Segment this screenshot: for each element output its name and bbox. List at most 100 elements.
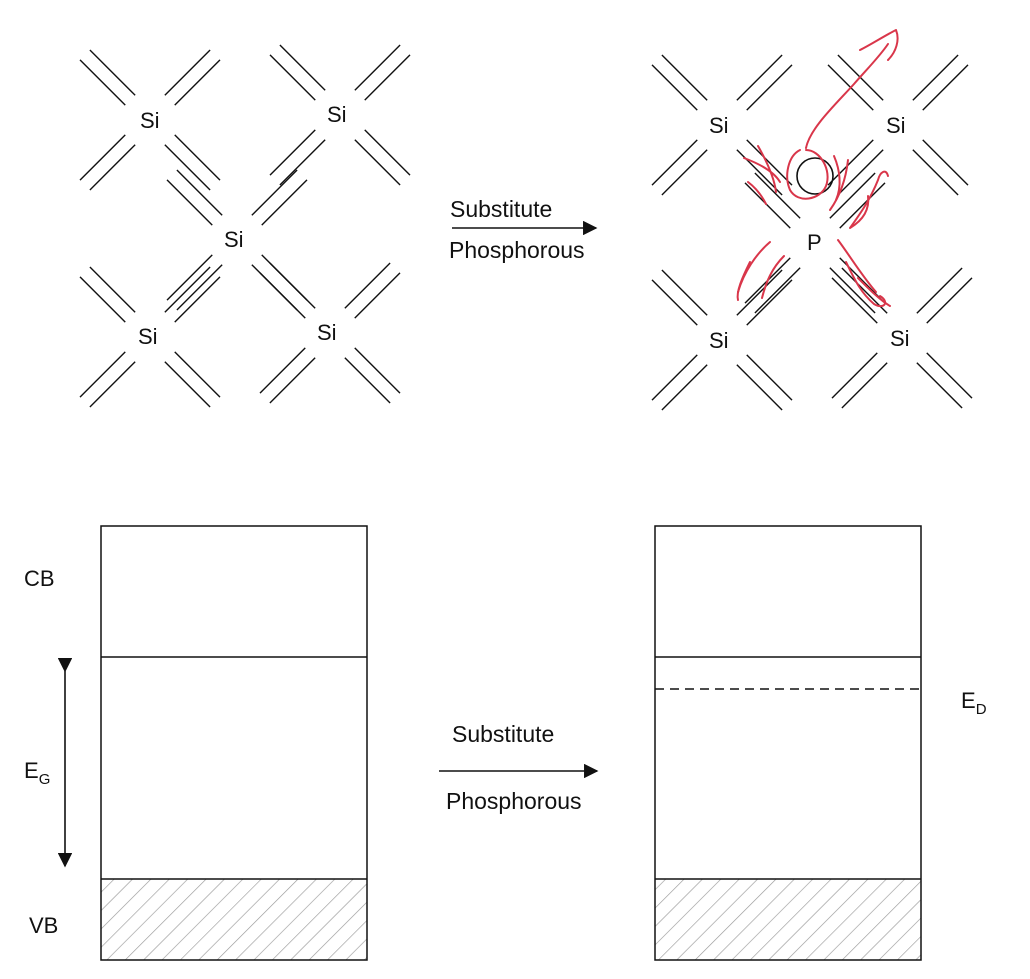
bond-line xyxy=(651,354,698,401)
arrow-label-line1: Substitute xyxy=(452,721,554,747)
bond-line xyxy=(746,354,793,401)
atom-label: Si xyxy=(709,328,729,353)
atom-label: Si xyxy=(886,113,906,138)
bond-line xyxy=(926,277,973,324)
bond-line xyxy=(251,169,298,216)
bond-line xyxy=(259,272,306,319)
bond-line xyxy=(269,262,316,309)
bond-line xyxy=(829,267,876,314)
arrow-label-line2: Phosphorous xyxy=(449,237,585,263)
atom-label: Si xyxy=(327,102,347,127)
bond-line xyxy=(354,44,401,91)
bond-line xyxy=(279,139,326,186)
bond-line xyxy=(831,277,878,324)
handwritten-annotation xyxy=(736,29,899,308)
arrow-label-line1: Substitute xyxy=(450,196,552,222)
bond-line xyxy=(841,362,888,409)
bond-line xyxy=(839,182,886,229)
atom-label: Si xyxy=(317,320,337,345)
phosphorus-doped-lattice: Si Si P Si Si xyxy=(651,29,973,411)
bond-line xyxy=(344,262,391,309)
band-box xyxy=(654,525,922,961)
bond-line xyxy=(354,139,401,186)
bond-line xyxy=(829,172,876,219)
atom-label: Si xyxy=(709,113,729,138)
pure-silicon-lattice: Si Si Si Si Si xyxy=(79,44,411,408)
bond-line xyxy=(746,139,793,186)
bond-line xyxy=(269,357,316,404)
bond-line xyxy=(661,54,708,101)
bond-line xyxy=(922,64,969,111)
bond-line xyxy=(354,272,401,319)
bond-line xyxy=(827,139,874,186)
cb-label: CB xyxy=(24,566,55,591)
band-diagram-intrinsic: CB VB EG xyxy=(24,525,368,961)
bond-line xyxy=(79,59,126,106)
bond-line xyxy=(79,134,126,181)
bond-line xyxy=(837,149,884,196)
bond-line xyxy=(736,269,783,316)
substitute-arrow-top: Substitute Phosphorous xyxy=(449,196,598,263)
bond-line xyxy=(746,279,793,326)
bond-line xyxy=(744,182,791,229)
bond-line xyxy=(176,264,223,311)
atom-label: P xyxy=(807,230,822,255)
bond-line xyxy=(174,276,221,323)
atom-label: Si xyxy=(140,108,160,133)
bond-line xyxy=(344,357,391,404)
bond-line xyxy=(164,49,211,96)
bond-line xyxy=(661,149,708,196)
bond-line xyxy=(831,352,878,399)
bond-line xyxy=(89,49,136,96)
bond-line xyxy=(174,59,221,106)
bond-line xyxy=(279,44,326,91)
bond-line xyxy=(746,64,793,111)
bond-line xyxy=(164,361,211,408)
bond-line xyxy=(736,54,783,101)
lattice-bonds-left xyxy=(79,44,411,408)
bond-line xyxy=(912,54,959,101)
bond-line xyxy=(661,269,708,316)
donor-level-label: ED xyxy=(961,688,987,718)
band-diagram-doped: ED xyxy=(654,525,987,961)
bond-line xyxy=(259,347,306,394)
bond-line xyxy=(661,364,708,411)
valence-band-fill xyxy=(655,879,921,960)
bond-line xyxy=(651,64,698,111)
bond-line xyxy=(754,267,801,314)
band-gap-label: EG xyxy=(24,758,50,788)
atom-label: Si xyxy=(224,227,244,252)
bond-line xyxy=(364,129,411,176)
bond-line xyxy=(912,149,959,196)
vb-label: VB xyxy=(29,913,58,938)
bond-line xyxy=(79,351,126,398)
bond-line xyxy=(166,254,213,301)
bond-line xyxy=(174,134,221,181)
bond-line xyxy=(651,279,698,326)
bond-line xyxy=(79,276,126,323)
bond-line xyxy=(166,179,213,226)
bond-line xyxy=(916,267,963,314)
bond-line xyxy=(174,351,221,398)
bond-line xyxy=(269,54,316,101)
bond-line xyxy=(922,139,969,186)
atom-label: Si xyxy=(890,326,910,351)
bond-line xyxy=(261,179,308,226)
bond-line xyxy=(176,169,223,216)
bond-line xyxy=(354,347,401,394)
bond-line xyxy=(269,129,316,176)
arrow-label-line2: Phosphorous xyxy=(446,788,582,814)
bond-line xyxy=(89,144,136,191)
atom-label: Si xyxy=(138,324,158,349)
bond-line xyxy=(364,54,411,101)
bond-line xyxy=(164,266,211,313)
substitute-arrow-bottom: Substitute Phosphorous xyxy=(439,721,599,814)
bond-line xyxy=(164,144,211,191)
bond-line xyxy=(89,361,136,408)
bond-line xyxy=(916,362,963,409)
valence-band-fill xyxy=(101,879,367,960)
bond-line xyxy=(754,172,801,219)
bond-line xyxy=(736,364,783,411)
circled-electron-icon xyxy=(796,157,834,195)
